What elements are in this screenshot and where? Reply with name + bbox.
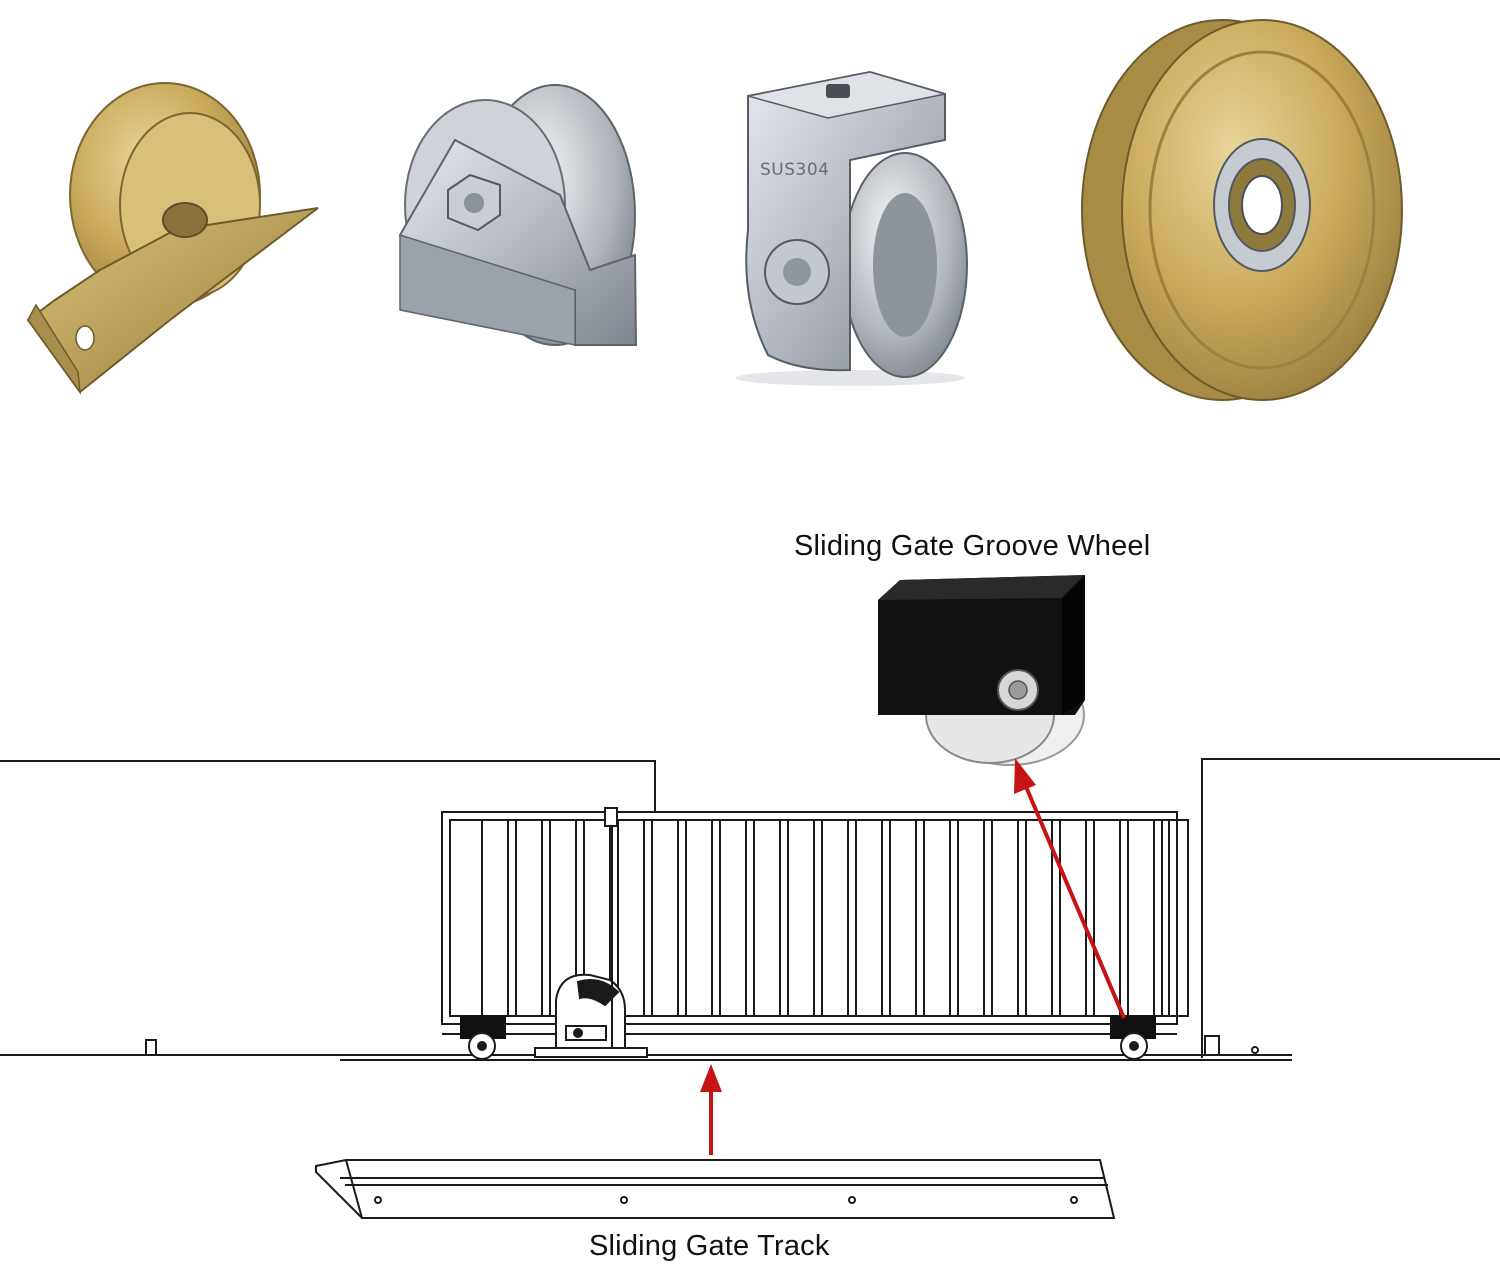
track-label: Sliding Gate Track [589,1230,830,1262]
gate-picket [957,819,985,1017]
track-angle-iron [315,1159,1116,1219]
gate-picket [991,819,1019,1017]
gate-picket [651,819,679,1017]
gate-picket [1161,819,1189,1017]
groove-wheel-housing [878,575,1085,766]
gate-wheel-right [1110,1015,1156,1060]
gate-picket [787,819,815,1017]
gate-picket [923,819,951,1017]
product-stainless-roller [735,70,968,386]
gate-picket [889,819,917,1017]
gate-wheel-left [460,1015,506,1060]
gate-picket [753,819,781,1017]
gate-picket [515,819,543,1017]
gate-picket [821,819,849,1017]
gate-motor [534,807,648,1058]
sliding-gate [441,811,1189,1035]
gate-picket [855,819,883,1017]
gate-picket [1059,819,1087,1017]
product-brass-groove-wheel [1081,19,1403,401]
engraving-text: SUS304 [760,160,830,180]
groove-wheel-label: Sliding Gate Groove Wheel [794,530,1151,562]
gate-picket [617,819,645,1017]
gate-pickets [481,819,1189,1017]
walls [0,758,1500,1058]
arrow-to-track [700,1064,722,1155]
gate-picket [685,819,713,1017]
gate-picket [719,819,747,1017]
gate-picket [1093,819,1121,1017]
product-brass-wheel-bracket [26,82,319,395]
arrow-to-groove-wheel [1014,758,1126,1019]
product-steel-v-wheel [398,84,638,346]
